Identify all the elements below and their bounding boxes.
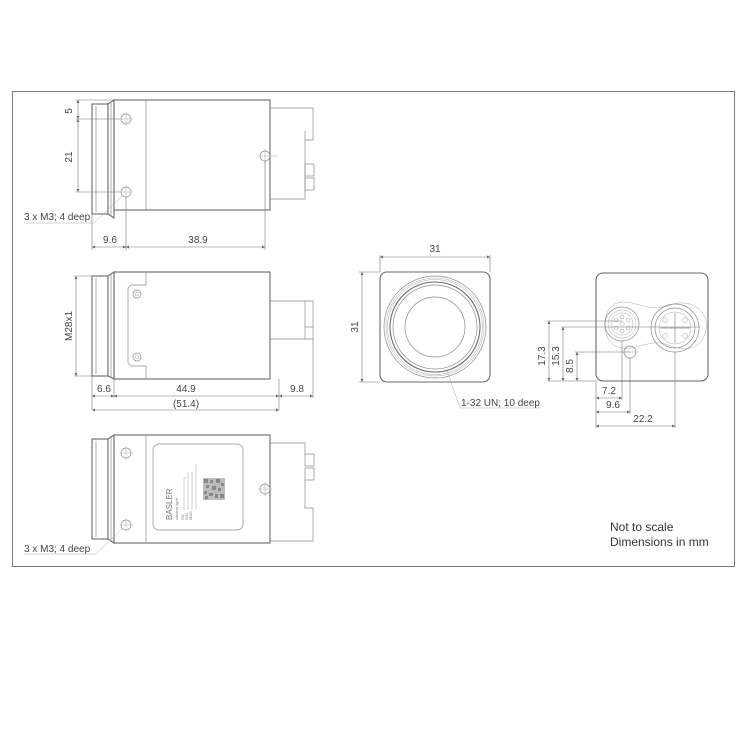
dim-6-6: 6.6 (97, 384, 111, 395)
label-line-mac: MAC (188, 511, 193, 520)
label-type: camera type (174, 497, 179, 520)
dim-8-5: 8.5 (565, 359, 576, 373)
thread-m28x1: M28x1 (64, 311, 75, 341)
dim-22-2: 22.2 (633, 414, 653, 425)
label-line-s-n: S/N (184, 513, 189, 520)
dim-width-31: 31 (429, 244, 441, 255)
dim-15-3: 15.3 (551, 346, 562, 366)
top-view: 5 21 3 x M3; 4 deep 9.6 38.9 (24, 98, 315, 250)
dim-5: 5 (64, 108, 75, 114)
side-view: M28x1 6.6 44.9 9.8 (51.4) (64, 270, 314, 412)
product-label (152, 443, 244, 531)
dim-9-6-back: 9.6 (606, 400, 620, 411)
callout-1-32-un: 1-32 UN; 10 deep (461, 398, 540, 409)
front-view: 31 31 1-32 UN; 10 deep (350, 244, 540, 409)
note-units: Dimensions in mm (610, 535, 709, 549)
dim-height-31: 31 (350, 321, 361, 333)
dim-44-9: 44.9 (176, 384, 196, 395)
dim-9-8: 9.8 (290, 384, 304, 395)
callout-m3-top: 3 x M3; 4 deep (24, 212, 91, 223)
dim-38-9: 38.9 (188, 235, 208, 246)
dim-51-4: (51.4) (173, 399, 199, 410)
drawing-frame (12, 91, 735, 567)
dim-21: 21 (64, 151, 75, 163)
back-view: 17.3 15.3 8.5 7.2 9.6 22.2 (537, 272, 709, 428)
callout-m3-bottom: 3 x M3; 4 deep (24, 544, 91, 555)
bottom-view: BASLER camera type SN S/N MAC 3 x M (24, 433, 315, 555)
dim-7-2: 7.2 (602, 386, 616, 397)
note-not-to-scale: Not to scale (610, 520, 674, 534)
qr-code (203, 478, 225, 500)
label-brand: BASLER (165, 488, 174, 520)
dim-17-3: 17.3 (537, 346, 548, 366)
label-line-sn: SN (180, 514, 185, 520)
dim-9-6-top: 9.6 (103, 235, 117, 246)
